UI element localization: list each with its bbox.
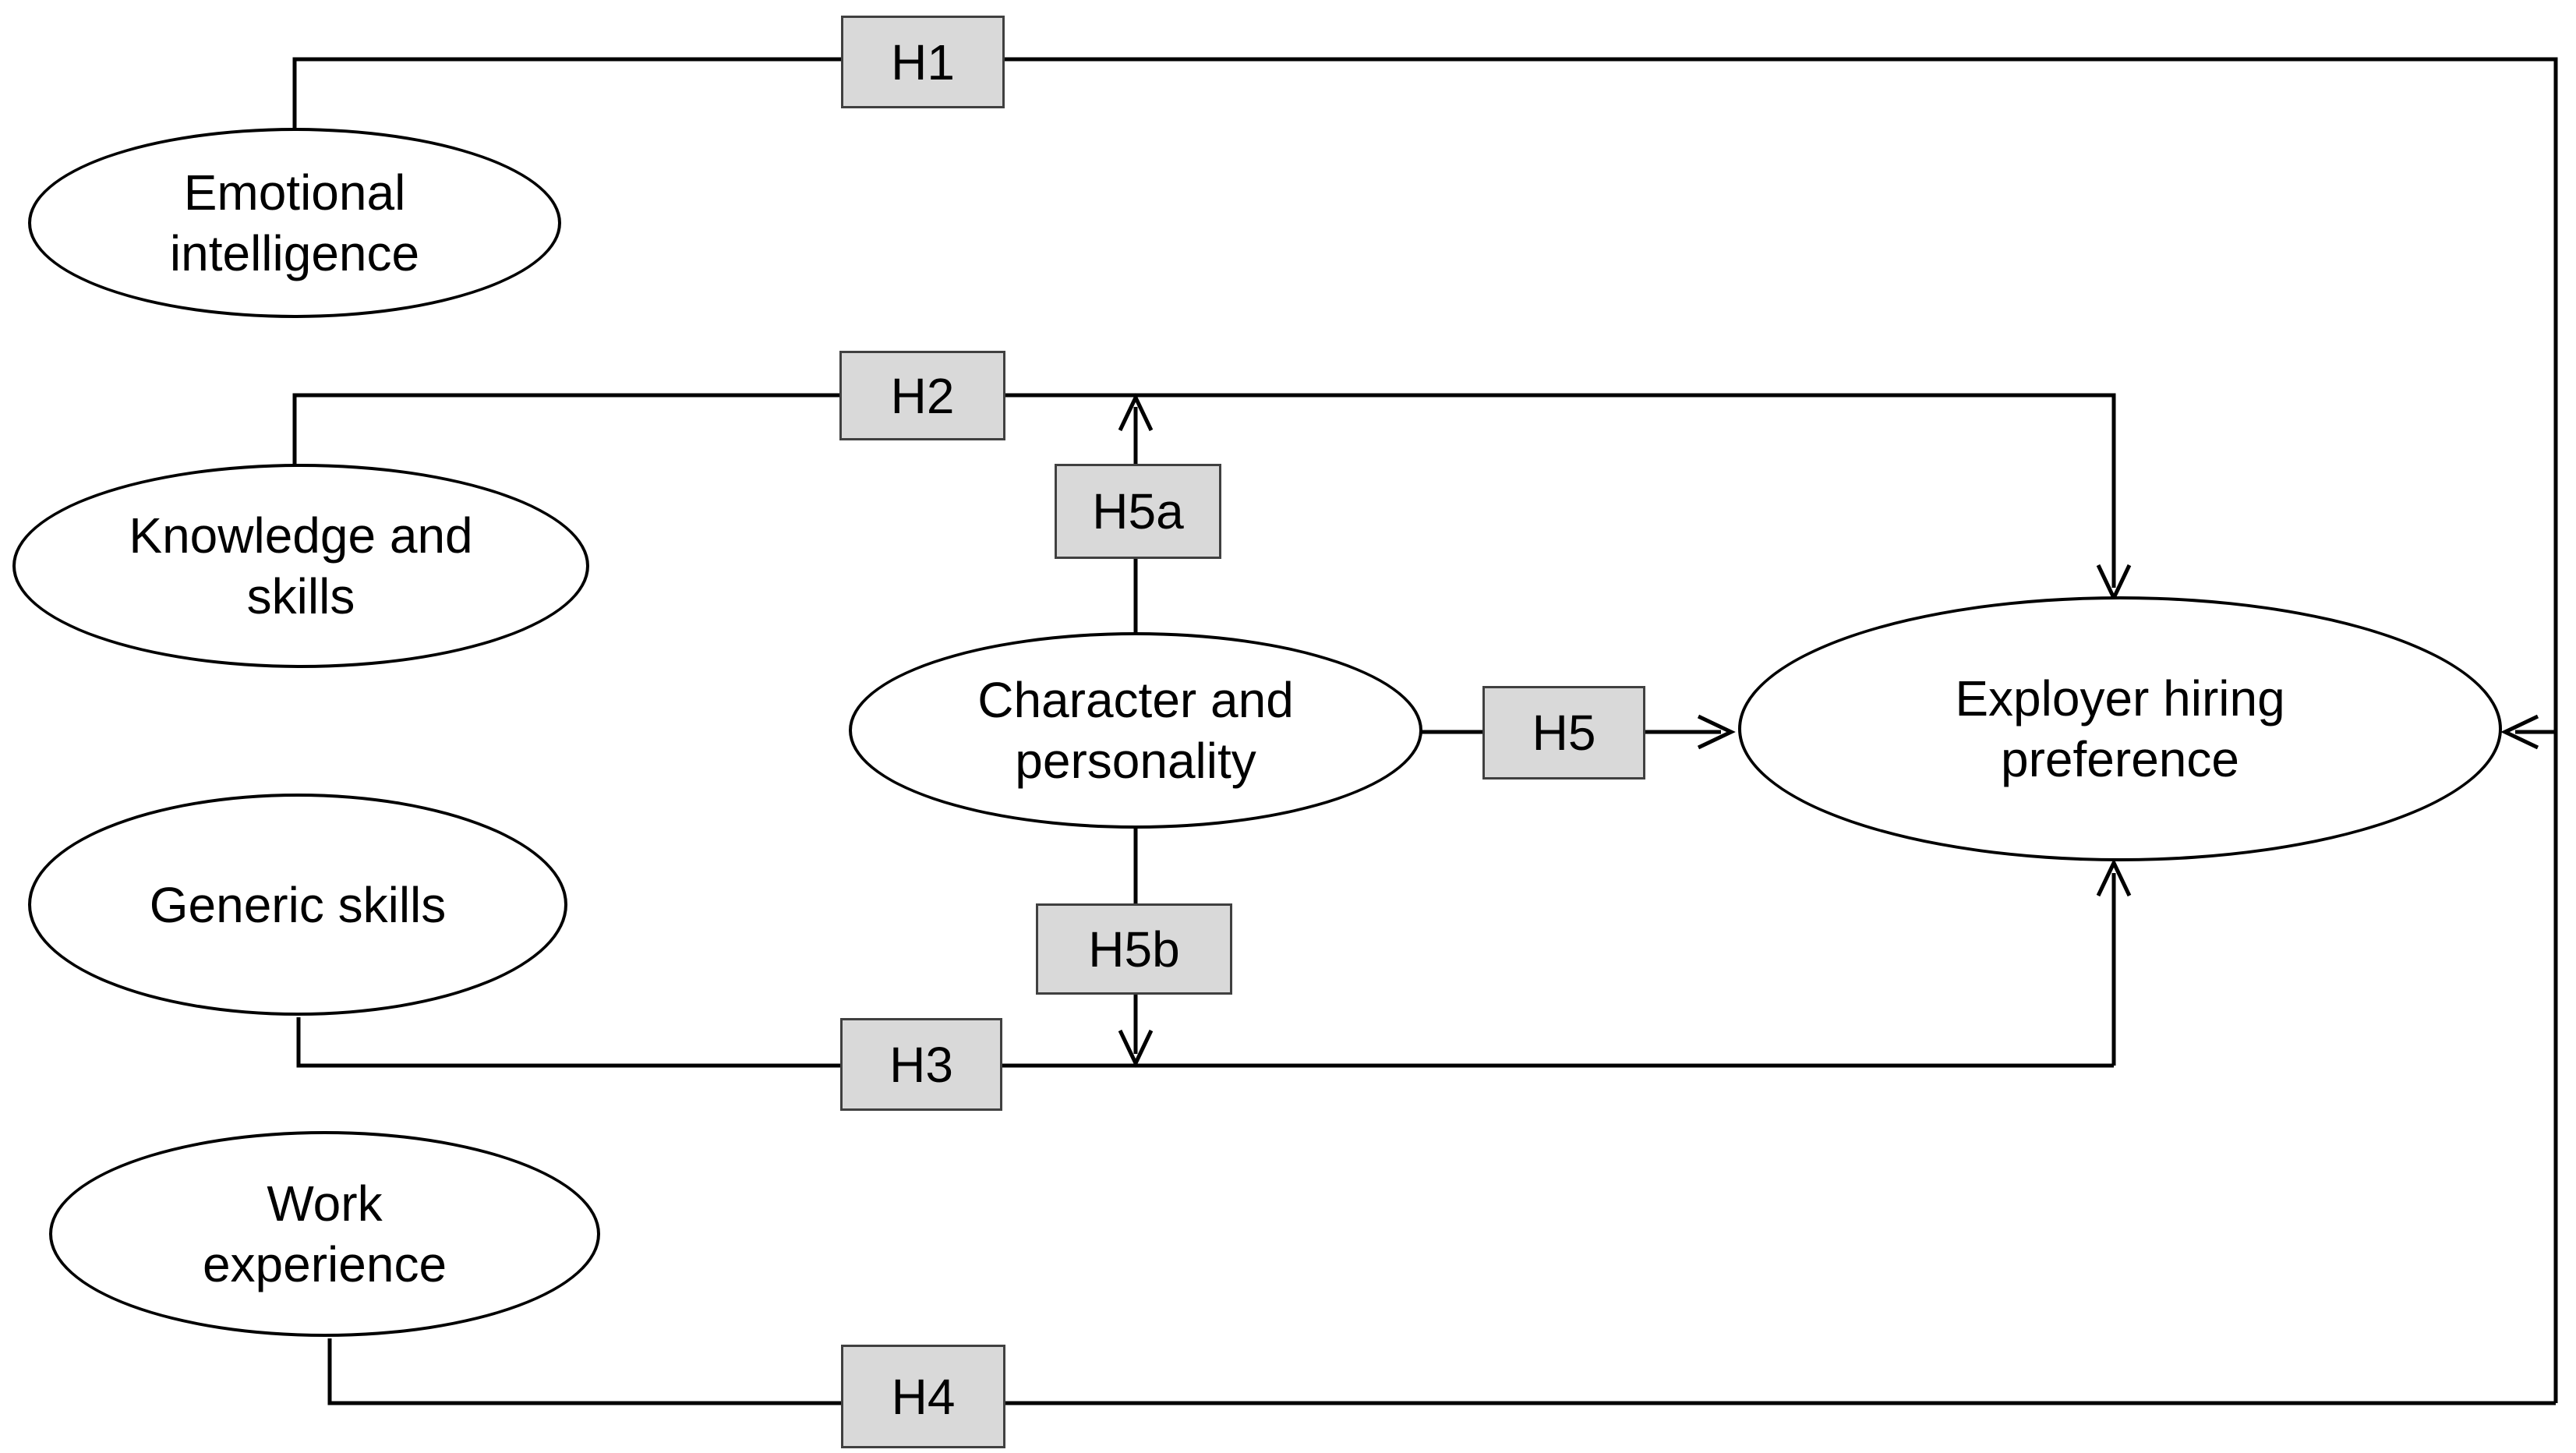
node-label-line: personality [1015, 733, 1256, 789]
hypothesis-label: H5b [1088, 921, 1180, 978]
node-label-line: Knowledge and [129, 507, 473, 564]
arrowhead-up-into-employer [2096, 858, 2132, 897]
node-label-line: skills [246, 568, 355, 624]
hypothesis-label: H5a [1092, 483, 1184, 539]
node-label-line: Generic skills [149, 876, 447, 933]
arrowhead-up-h5a [1118, 393, 1154, 432]
hypothesis-box-h4: H4 [841, 1345, 1005, 1448]
node-character-and-personality: Character and personality [849, 632, 1422, 829]
node-label-line: Character and [977, 672, 1294, 728]
hypothesis-box-h1: H1 [841, 16, 1005, 108]
hypothesis-box-h5: H5 [1482, 686, 1645, 780]
arrowhead-left-into-employer [2500, 714, 2539, 750]
hypothesis-label: H2 [890, 367, 955, 424]
node-label-line: Exployer hiring [1955, 670, 2285, 726]
connector-h3-line [296, 1017, 2114, 1068]
node-generic-skills: Generic skills [28, 794, 567, 1016]
arrowhead-right-h5 [1697, 714, 1736, 750]
connector-h4-line [327, 1338, 2556, 1405]
hypothesis-box-h3: H3 [840, 1018, 1002, 1111]
node-knowledge-and-skills: Knowledge and skills [12, 464, 589, 668]
node-label-line: Work [267, 1175, 383, 1232]
hypothesis-label: H3 [889, 1036, 953, 1093]
node-label-line: Emotional [183, 164, 406, 221]
hypothesis-label: H5 [1532, 705, 1596, 761]
node-label-line: preference [2001, 731, 2239, 787]
hypothesis-box-h5a: H5a [1055, 464, 1221, 559]
hypothesis-box-h5b: H5b [1036, 903, 1232, 995]
hypothesis-box-h2: H2 [839, 351, 1005, 440]
connector-h2-line [292, 393, 2116, 588]
node-employer-hiring-preference: Exployer hiring preference [1738, 596, 2502, 861]
hypothesis-label: H4 [891, 1368, 956, 1425]
hypothesis-label: H1 [891, 34, 955, 90]
node-emotional-intelligence: Emotional intelligence [28, 128, 561, 318]
node-label-line: intelligence [169, 225, 420, 281]
arrowhead-down-h5b [1118, 1029, 1154, 1068]
node-label-line: experience [202, 1236, 447, 1292]
node-work-experience: Work experience [49, 1131, 600, 1337]
